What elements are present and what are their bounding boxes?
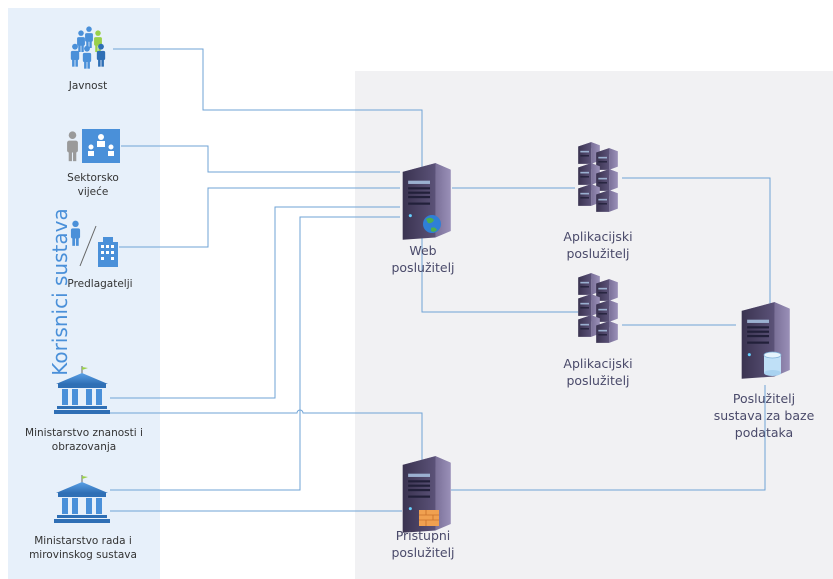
label-app-server-2: Aplikacijski poslužitelj xyxy=(563,356,633,388)
connection-lines xyxy=(110,48,771,512)
users-band-title: Korisnici sustava xyxy=(48,208,72,376)
connector-mzo-access xyxy=(110,409,423,468)
user-label-predlagatelji: Predlagatelji xyxy=(67,278,133,290)
user-label-mrms: Ministarstvo rada i mirovinskog sustava xyxy=(29,535,137,561)
person-building-icon xyxy=(70,220,118,267)
user-label-mzo: Ministarstvo znanosti i obrazovanja xyxy=(25,427,143,453)
label-access-server: Pristupni poslužitelj xyxy=(391,528,455,560)
user-label-sektorsko-vijece: Sektorsko vijeće xyxy=(67,172,119,198)
label-database-server: Poslužitelj sustava za baze podataka xyxy=(713,391,815,440)
label-web-server: Web poslužitelj xyxy=(391,243,455,275)
connector-web-app2 xyxy=(421,237,578,313)
user-label-javnost: Javnost xyxy=(68,80,108,92)
connector-sektorsko-web xyxy=(121,145,400,173)
database-server-icon xyxy=(741,302,790,379)
app-server-icon-2 xyxy=(578,273,618,343)
connector-app1-db xyxy=(622,177,771,318)
connector-mrms-web xyxy=(110,216,400,491)
presenter-board-icon xyxy=(67,129,120,163)
connector-javnost-web xyxy=(113,48,423,170)
connector-access-db xyxy=(451,385,766,491)
label-app-server-1: Aplikacijski poslužitelj xyxy=(563,229,633,261)
connector-predlagatelji-web xyxy=(119,187,400,248)
web-server-icon xyxy=(402,163,451,240)
database-cylinder-icon xyxy=(763,351,782,376)
connector-mzo-web xyxy=(110,206,400,399)
firewall-icon xyxy=(419,510,439,526)
access-server-icon xyxy=(402,456,451,533)
app-server-icon-1 xyxy=(578,142,618,212)
